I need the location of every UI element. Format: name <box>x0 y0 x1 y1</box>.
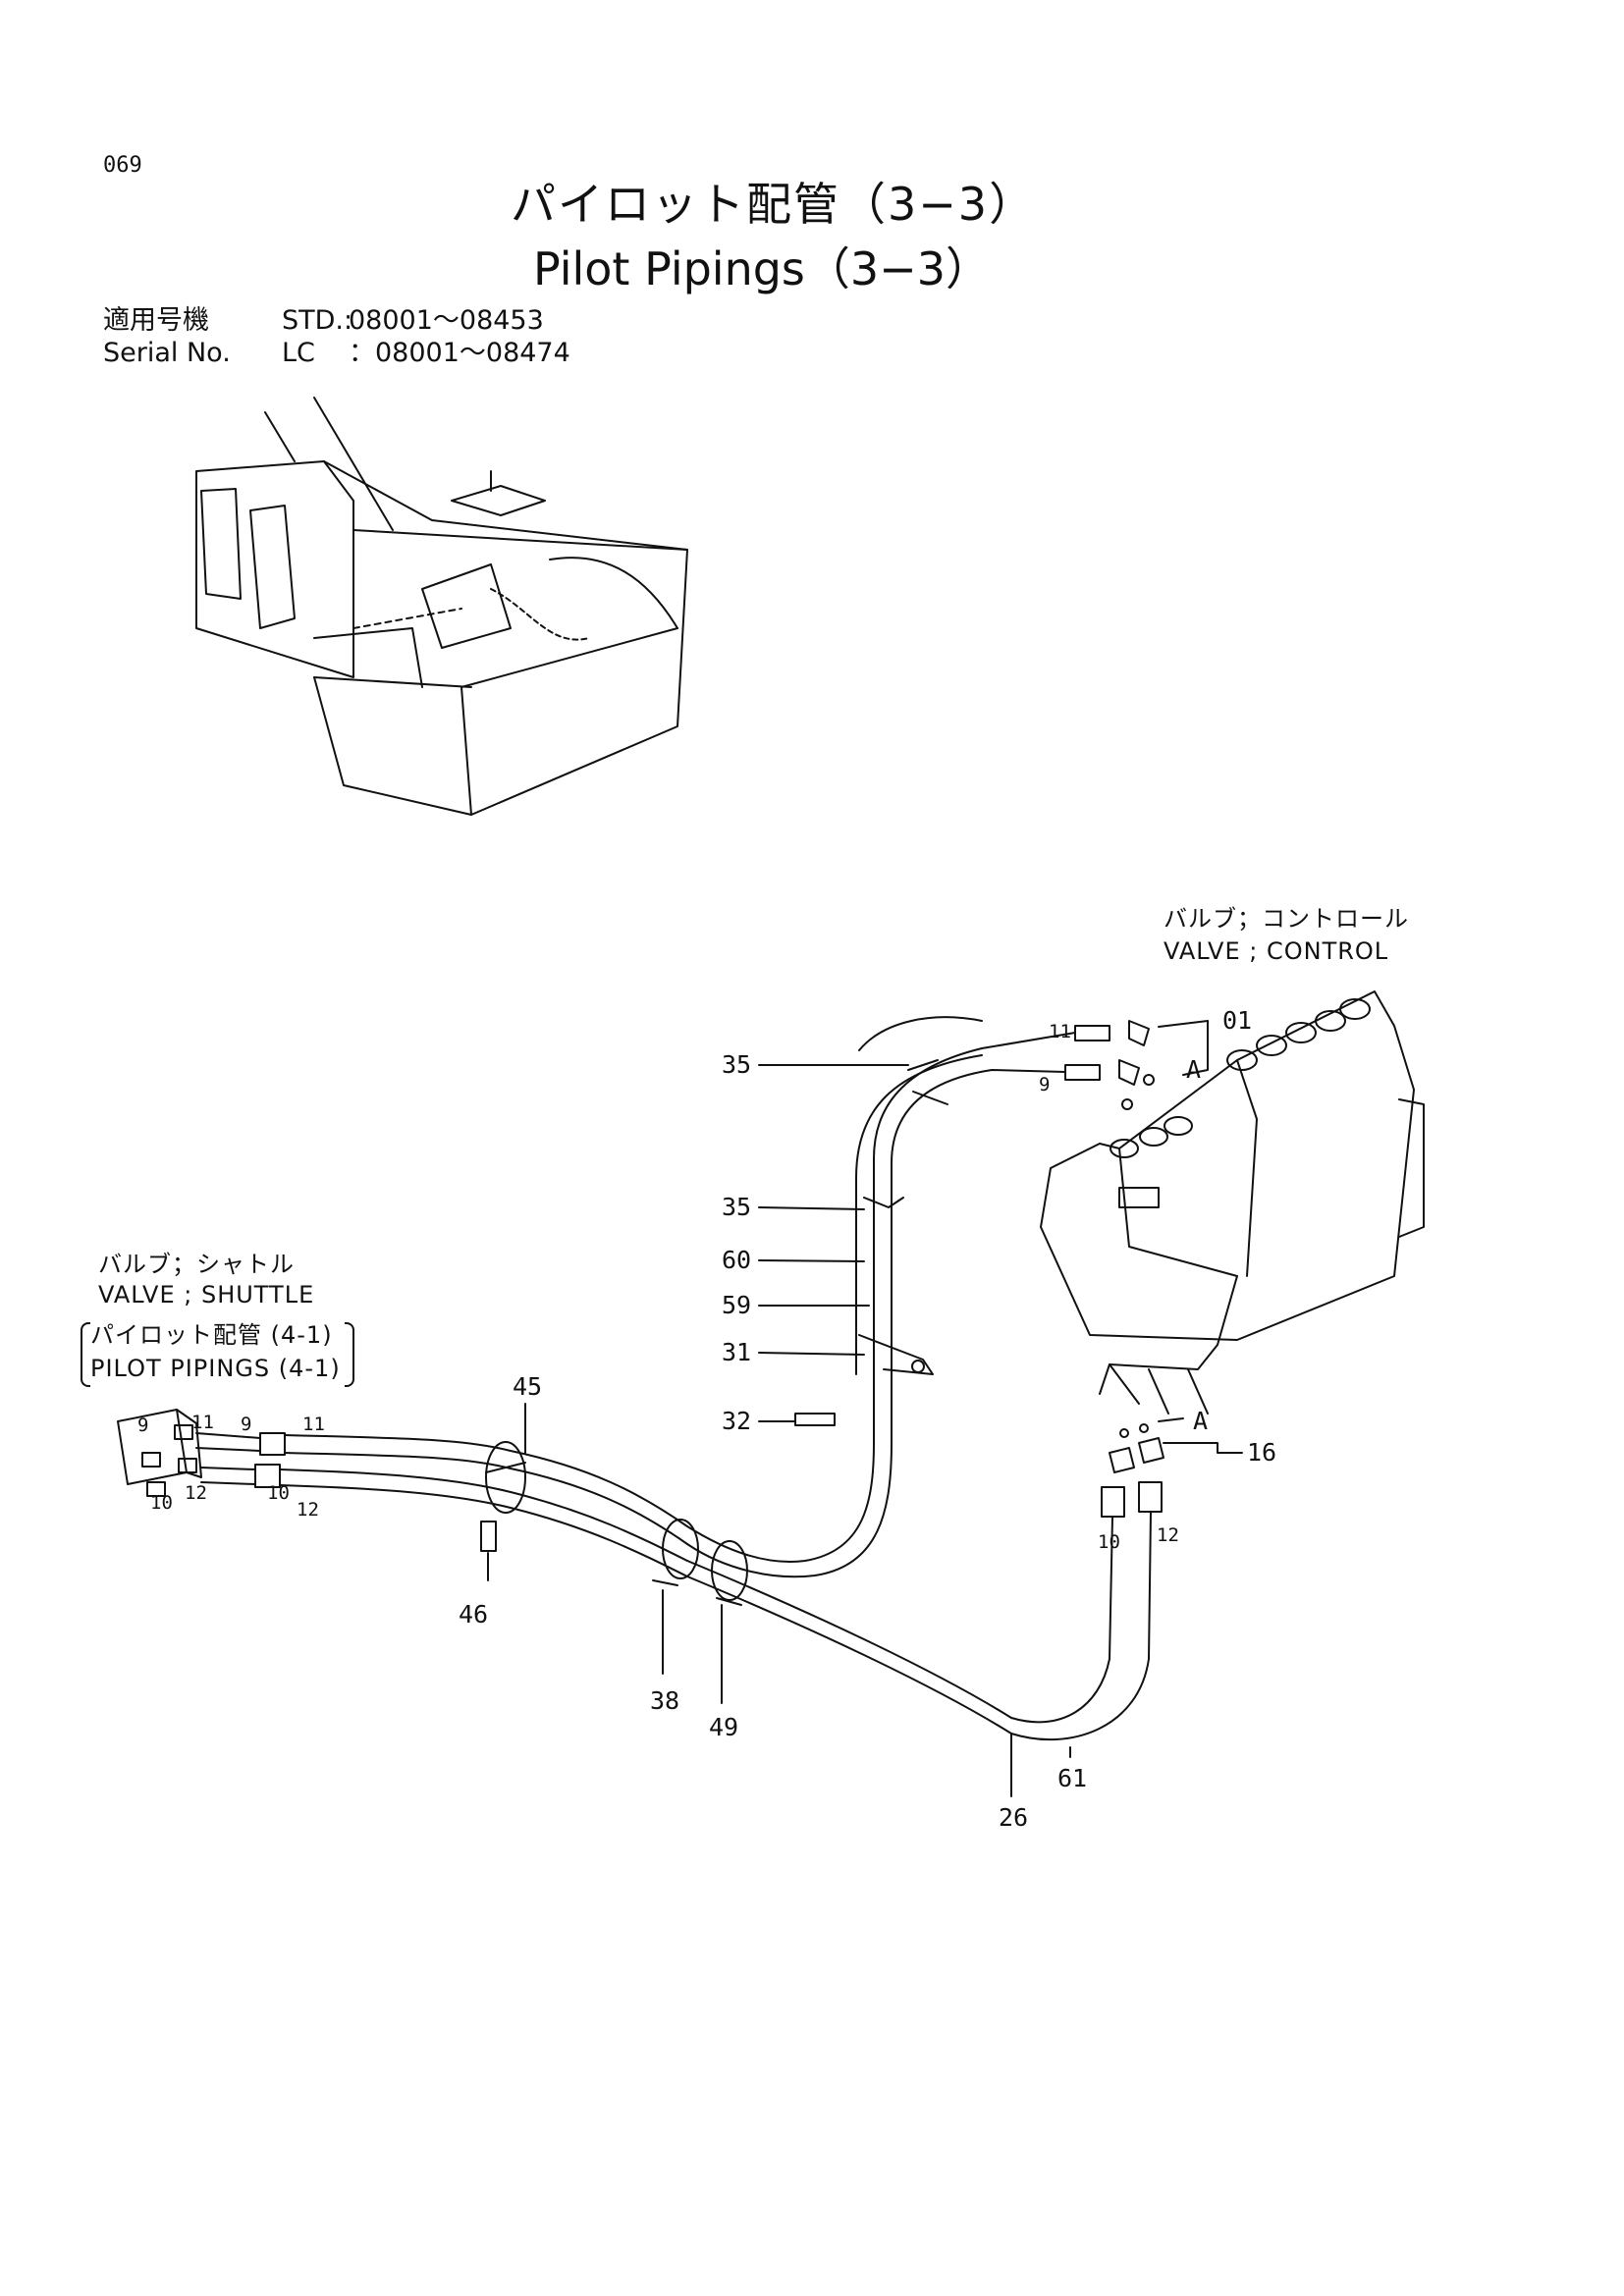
callout-46: 46 <box>459 1600 489 1629</box>
reference-en: PILOT PIPINGS (4-1) <box>90 1355 341 1382</box>
serial-label-en: Serial No. <box>103 338 231 368</box>
callout-9-top: 9 <box>1039 1074 1051 1095</box>
shuttle-valve-drawing <box>117 1409 202 1497</box>
fittings-top <box>1064 1020 1155 1110</box>
callout-61: 61 <box>1057 1764 1088 1792</box>
callout-35-b: 35 <box>722 1193 752 1221</box>
serial-range-std: 08001〜08453 <box>349 305 544 336</box>
serial-range-lc: ：08001〜08474 <box>349 338 570 368</box>
page-title-en: Pilot Pipings（3−3） <box>533 242 991 295</box>
callout-shuttle-11: 11 <box>191 1412 214 1433</box>
callout-12-right: 12 <box>1157 1524 1179 1546</box>
valve-control-label-jp: バルブ；コントロール <box>1164 905 1409 933</box>
callout-A-top: A <box>1186 1055 1202 1084</box>
callout-49: 49 <box>709 1713 739 1741</box>
reference-note: パイロット配管 (4-1) PILOT PIPINGS (4-1) <box>81 1318 354 1387</box>
control-valve-drawing <box>1040 990 1425 1415</box>
callout-16: 16 <box>1247 1438 1277 1467</box>
page-number: 069 <box>103 153 142 178</box>
fittings-bottom <box>1101 1423 1164 1518</box>
leader-lines <box>487 1020 1243 1797</box>
callout-38: 38 <box>650 1686 680 1715</box>
callout-shuttle-9: 9 <box>137 1415 149 1436</box>
reference-jp: パイロット配管 (4-1) <box>90 1321 333 1349</box>
callout-32: 32 <box>722 1407 752 1435</box>
callout-A-bottom: A <box>1193 1407 1209 1435</box>
serial-label-jp: 適用号機 <box>103 305 209 336</box>
valve-control-label-en: VALVE ; CONTROL <box>1164 937 1389 965</box>
callout-hose-12: 12 <box>297 1499 319 1521</box>
serial-row-std: 適用号機 STD.:08001〜08453 <box>103 298 544 337</box>
main-hose-bundle <box>686 1016 1152 1741</box>
callout-shuttle-12: 12 <box>185 1482 207 1504</box>
valve-shuttle-label-jp: バルブ；シャトル <box>98 1251 295 1278</box>
callout-31: 31 <box>722 1338 752 1366</box>
page-title-jp: パイロット配管（3−3） <box>511 178 1037 231</box>
excavator-overview-sketch <box>195 397 688 816</box>
valve-shuttle-label-en: VALVE ; SHUTTLE <box>98 1281 315 1308</box>
shuttle-hoses <box>195 1432 688 1577</box>
serial-model-lc: LC <box>282 338 315 368</box>
callout-45: 45 <box>513 1372 543 1401</box>
callout-35-a: 35 <box>722 1050 752 1079</box>
clamps <box>480 1059 948 1606</box>
callout-01: 01 <box>1222 1006 1253 1035</box>
serial-row-lc: Serial No. LC ：08001〜08474 <box>103 331 570 369</box>
callout-11-top: 11 <box>1049 1021 1071 1042</box>
callout-hose-10: 10 <box>267 1482 290 1504</box>
callout-10-right: 10 <box>1098 1531 1120 1553</box>
callout-26: 26 <box>999 1803 1029 1832</box>
callout-shuttle-10: 10 <box>150 1492 173 1514</box>
serial-model-std: STD.: <box>282 305 353 336</box>
callout-59: 59 <box>722 1291 752 1319</box>
callout-60: 60 <box>722 1246 752 1274</box>
callout-hose-9: 9 <box>241 1414 252 1435</box>
callout-hose-11: 11 <box>302 1414 325 1435</box>
